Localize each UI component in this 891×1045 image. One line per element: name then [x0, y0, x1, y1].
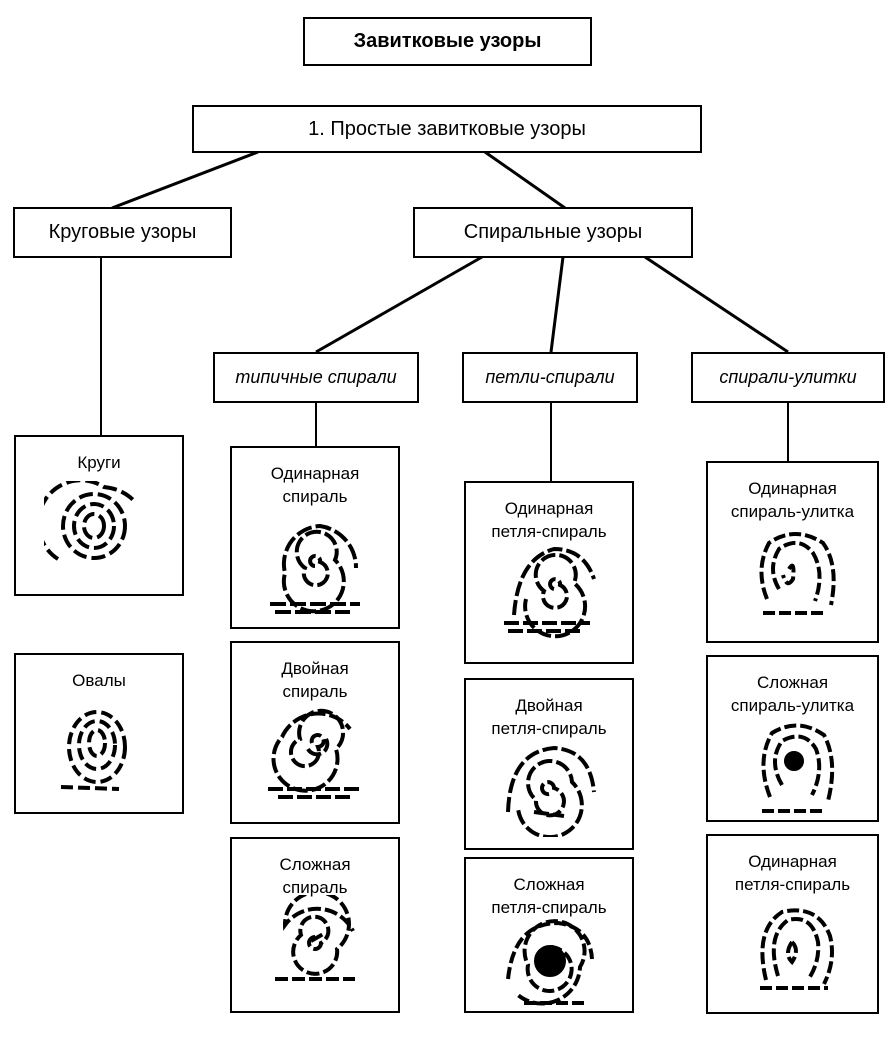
connector-spiral-loop: [549, 256, 565, 353]
spiral-patterns-box: Спиральные узоры: [413, 207, 693, 258]
complex-loop-spiral-fingerprint-icon: [506, 919, 594, 1006]
diagram-title: Завитковые узоры: [303, 17, 592, 66]
circles-fingerprint-icon: [44, 481, 138, 561]
card-loop-complex-label: Сложная петля-спираль: [491, 875, 607, 917]
double-spiral-fingerprint-icon: [268, 708, 360, 799]
single-loop-spiral-fingerprint-icon: [504, 546, 596, 639]
complex-spiral-fingerprint-icon: [275, 895, 355, 981]
card-snail-loop: Одинарная петля-спираль: [706, 834, 879, 1014]
connector-level1-spiral: [484, 150, 566, 210]
single-snail-spiral-fingerprint-icon: [759, 532, 836, 615]
circular-patterns-box: Круговые узоры: [13, 207, 232, 258]
card-snail-complex: Сложная спираль-улитка: [706, 655, 879, 822]
card-typical-double-label: Двойная спираль: [281, 659, 349, 701]
card-loop-double: Двойная петля-спираль: [464, 678, 634, 850]
complex-snail-spiral-fingerprint-icon: [760, 723, 834, 813]
card-loop-single: Одинарная петля-спираль: [464, 481, 634, 664]
card-snail-complex-label: Сложная спираль-улитка: [730, 673, 855, 715]
card-snail-loop-label: Одинарная петля-спираль: [734, 852, 851, 894]
card-loop-double-label: Двойная петля-спираль: [491, 696, 607, 738]
connector-level1-circular: [111, 150, 259, 210]
card-loop-complex: Сложная петля-спираль: [464, 857, 634, 1013]
snail-loop-spiral-fingerprint-icon: [759, 908, 834, 990]
card-loop-single-label: Одинарная петля-спираль: [491, 499, 607, 541]
card-snail-single-label: Одинарная спираль-улитка: [730, 479, 855, 521]
ovals-fingerprint-icon: [60, 710, 127, 791]
card-typical-double: Двойная спираль: [230, 641, 400, 824]
card-circles: Круги: [14, 435, 184, 596]
loop-spirals-box: петли-спирали: [462, 352, 638, 403]
card-ovals: Овалы: [14, 653, 184, 814]
simple-whorl-patterns-box: 1. Простые завитковые узоры: [192, 105, 702, 153]
card-typical-single: Одинарная спираль: [230, 446, 400, 629]
snail-spirals-box: спирали-улитки: [691, 352, 885, 403]
card-typical-complex: Сложная спираль: [230, 837, 400, 1013]
single-spiral-fingerprint-icon: [270, 523, 360, 614]
card-circles-label: Круги: [77, 453, 121, 472]
card-snail-single: Одинарная спираль-улитка: [706, 461, 879, 643]
connector-spiral-snail: [644, 255, 789, 354]
card-typical-single-label: Одинарная спираль: [270, 464, 360, 506]
card-ovals-label: Овалы: [72, 671, 126, 690]
double-loop-spiral-fingerprint-icon: [506, 745, 596, 837]
typical-spirals-box: типичные спирали: [213, 352, 419, 403]
connector-spiral-typical: [315, 255, 483, 354]
card-typical-complex-label: Сложная спираль: [279, 855, 351, 897]
